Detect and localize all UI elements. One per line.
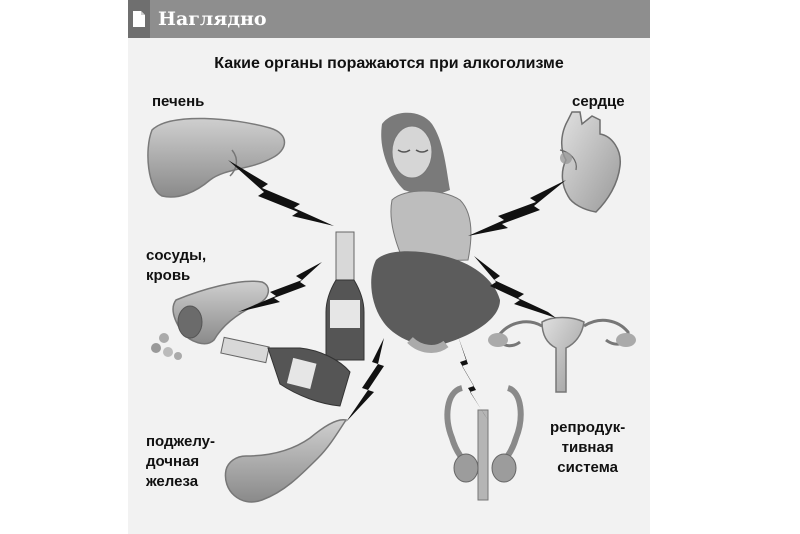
label-pancreas: поджелу- дочная железа bbox=[146, 433, 215, 490]
document-icon bbox=[128, 0, 150, 38]
heart-icon bbox=[559, 111, 621, 213]
label-liver: печень bbox=[152, 93, 205, 110]
male-reproductive-icon bbox=[444, 385, 524, 501]
lightning-icon bbox=[228, 160, 566, 422]
label-reproductive: репродук- тивная система bbox=[550, 419, 626, 476]
label-vessels: сосуды, кровь bbox=[146, 247, 207, 284]
vessel-icon bbox=[151, 280, 270, 360]
header-title: Наглядно bbox=[158, 8, 267, 30]
liver-icon bbox=[147, 117, 286, 198]
pancreas-icon bbox=[224, 419, 348, 503]
main-title: Какие органы поражаются при алкоголизме bbox=[214, 55, 564, 72]
bottle-icon bbox=[325, 231, 365, 361]
female-reproductive-icon bbox=[488, 316, 636, 393]
woman-figure bbox=[371, 112, 500, 353]
section-header: Наглядно bbox=[128, 0, 650, 38]
bottle-icon bbox=[220, 336, 351, 407]
label-heart: сердце bbox=[572, 93, 625, 110]
